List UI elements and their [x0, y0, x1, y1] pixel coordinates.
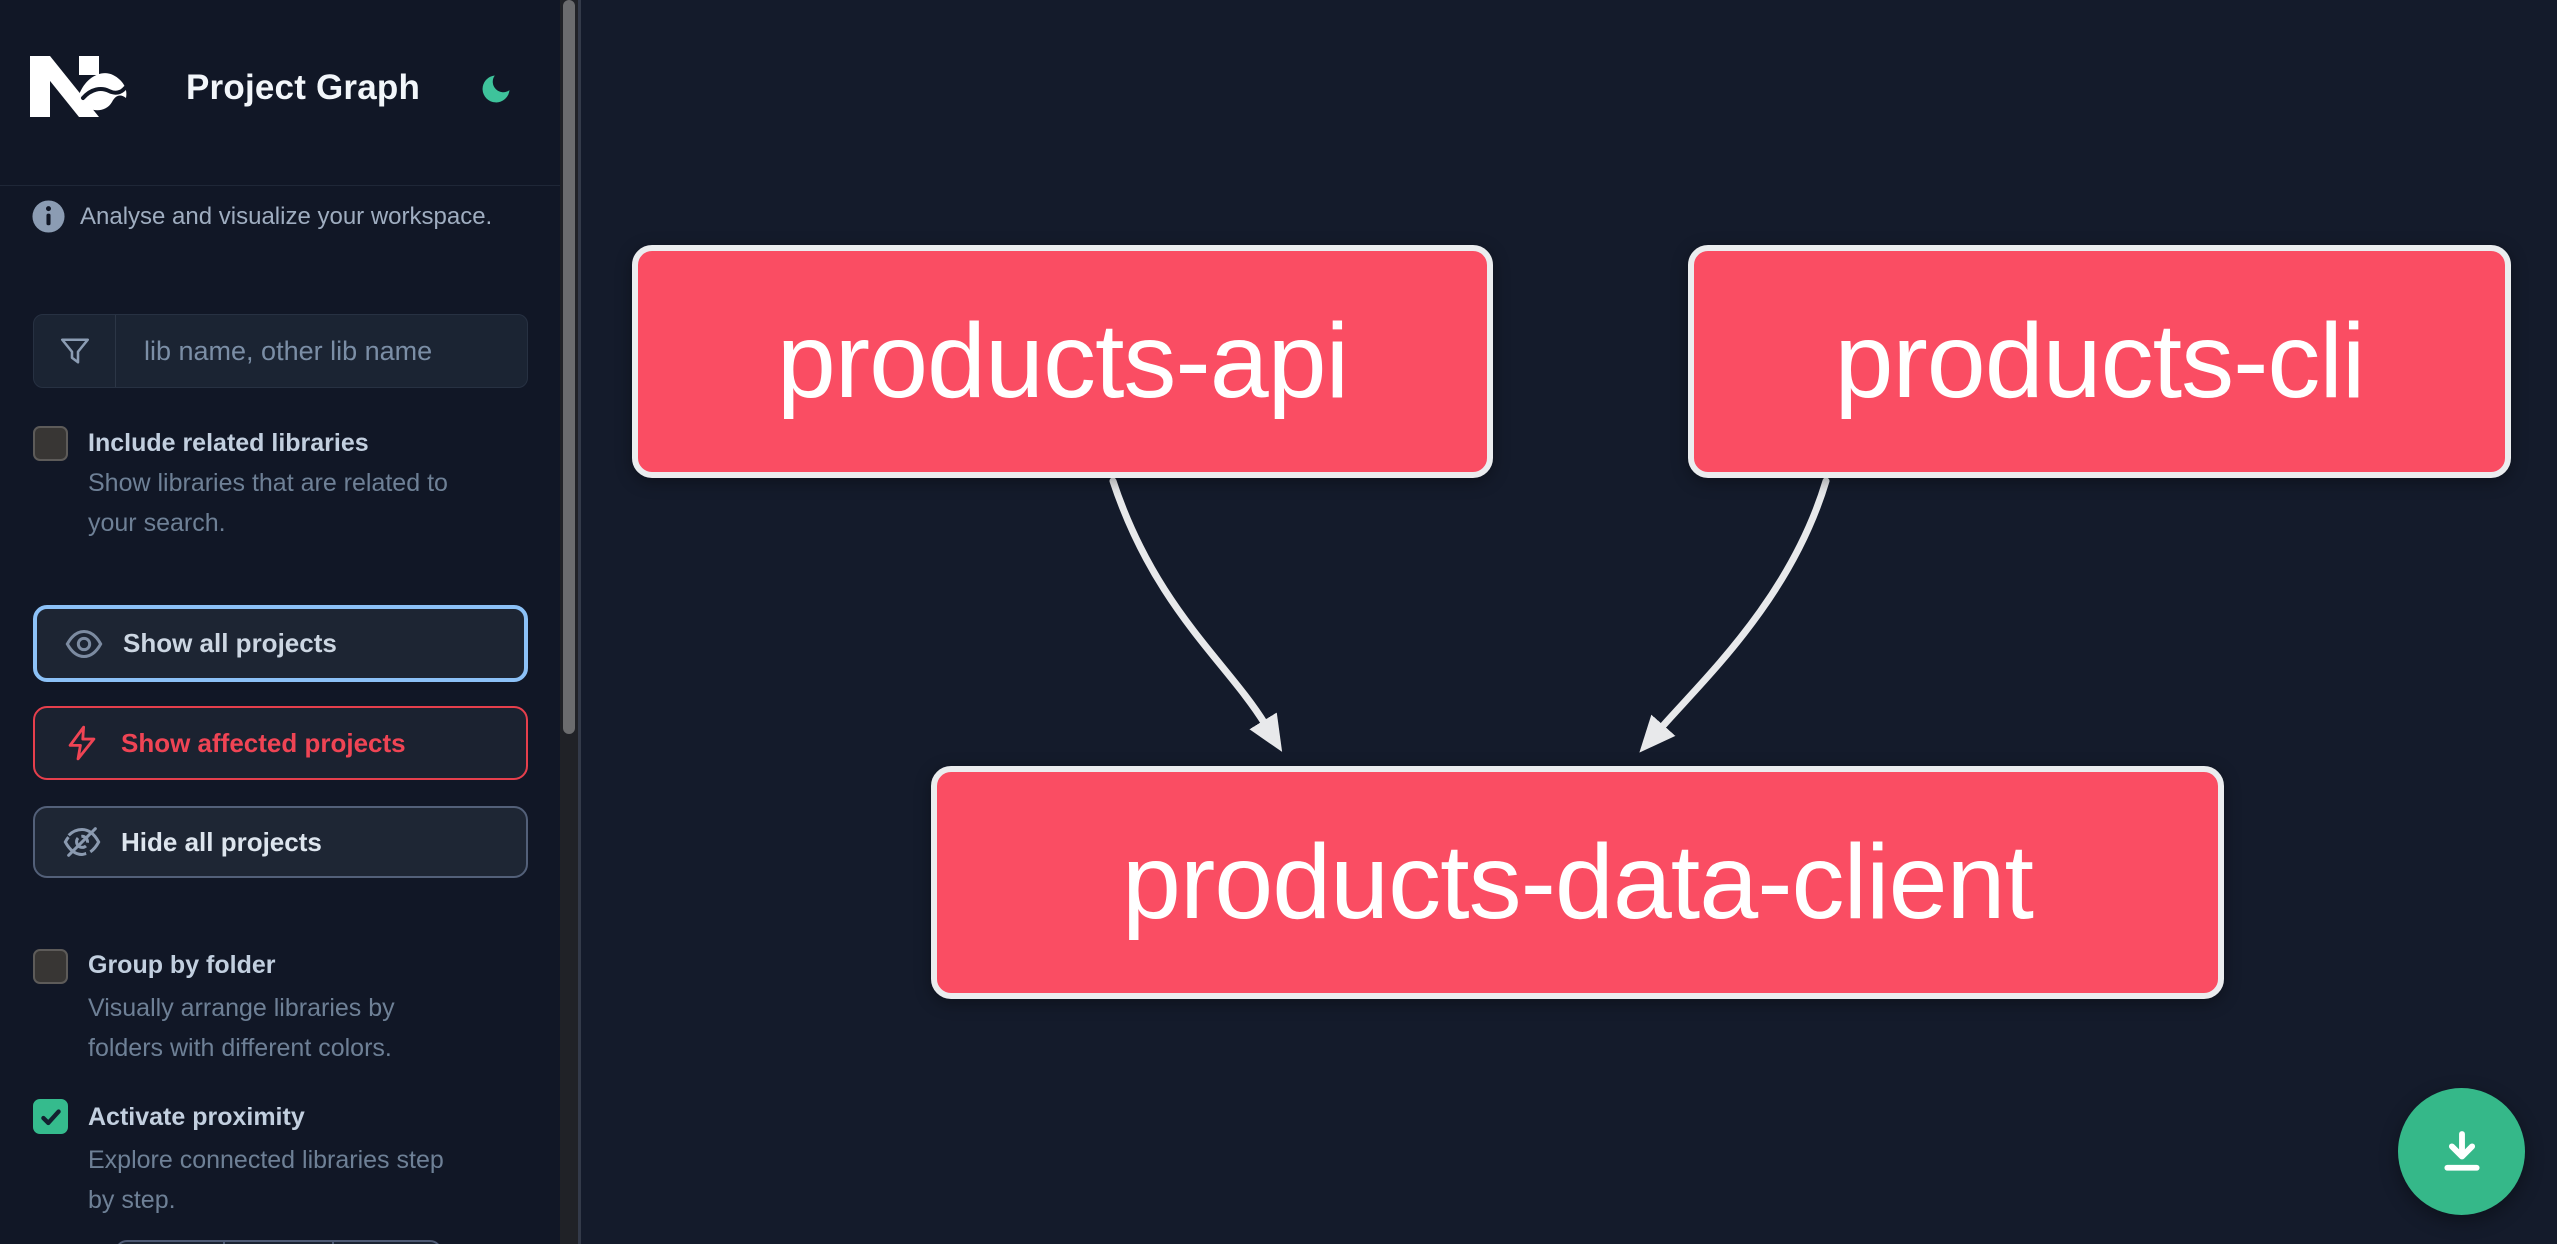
hide-all-projects-label: Hide all projects — [121, 826, 322, 857]
tagline: Analyse and visualize your workspace. — [80, 203, 493, 230]
include-related-checkbox[interactable] — [33, 426, 68, 461]
funnel-icon — [34, 315, 116, 387]
node-label: products-api — [776, 302, 1349, 420]
eye-off-icon — [62, 822, 102, 862]
hide-all-projects-button[interactable]: Hide all projects — [33, 806, 528, 878]
show-all-projects-button[interactable]: Show all projects — [33, 605, 528, 682]
activate-proximity-description: Explore connected libraries step by step… — [88, 1146, 444, 1214]
header: Project Graph — [0, 0, 562, 186]
group-by-folder-label[interactable]: Group by folder — [88, 951, 276, 979]
node-label: products-cli — [1834, 302, 2366, 420]
node-products-data-client[interactable]: products-data-client — [931, 766, 2224, 999]
sidebar: Project Graph Analyse and visualize your… — [0, 0, 562, 1244]
download-image-button[interactable] — [2398, 1088, 2525, 1215]
show-all-projects-label: Show all projects — [123, 628, 337, 658]
sidebar-scrollbar-thumb[interactable] — [563, 0, 575, 734]
activate-proximity-label[interactable]: Activate proximity — [88, 1103, 305, 1131]
info-icon — [32, 200, 65, 233]
activate-proximity-checkbox[interactable] — [33, 1099, 68, 1134]
graph-edges — [1109, 477, 1830, 753]
show-affected-projects-label: Show affected projects — [121, 727, 406, 758]
stepper-value — [223, 1242, 331, 1244]
eye-icon — [64, 624, 104, 664]
search-box — [33, 314, 528, 388]
search-input[interactable] — [116, 315, 527, 387]
include-related-label[interactable]: Include related libraries — [88, 429, 369, 457]
edge-products-api-to-data-client — [1109, 477, 1283, 752]
proximity-stepper — [115, 1240, 442, 1244]
node-products-cli[interactable]: products-cli — [1688, 245, 2511, 478]
show-affected-projects-button[interactable]: Show affected projects — [33, 706, 528, 780]
node-label: products-data-client — [1122, 823, 2034, 941]
stepper-increment[interactable] — [331, 1242, 440, 1244]
download-icon — [2443, 1130, 2480, 1171]
page-title: Project Graph — [186, 68, 421, 107]
sidebar-divider — [578, 0, 581, 1244]
nx-logo-icon — [30, 56, 127, 117]
theme-toggle-moon-icon[interactable] — [478, 71, 514, 107]
edge-products-cli-to-data-client — [1639, 477, 1830, 753]
group-by-folder-checkbox[interactable] — [33, 949, 68, 984]
bolt-icon — [62, 723, 102, 763]
include-related-description: Show libraries that are related to your … — [88, 469, 448, 537]
group-by-folder-description: Visually arrange libraries by folders wi… — [88, 994, 395, 1062]
graph-canvas[interactable]: products-api products-cli products-data-… — [581, 0, 2557, 1244]
node-products-api[interactable]: products-api — [632, 245, 1493, 478]
